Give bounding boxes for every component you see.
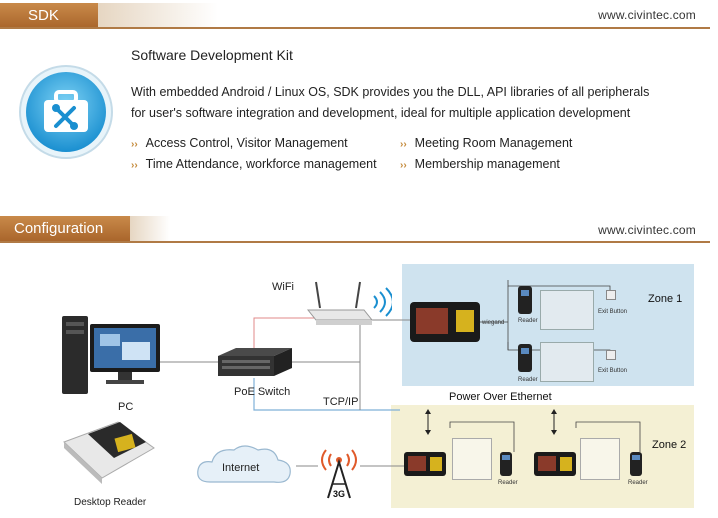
reader-label: Reader (498, 480, 518, 486)
poe-switch-label: PoE Switch (234, 386, 291, 398)
feature-item: ››Time Attendance, workforce management (131, 157, 377, 171)
sdk-section-header: SDK www.civintec.com (0, 3, 718, 29)
sdk-tab: SDK (0, 3, 98, 29)
reader-label: Reader (628, 480, 648, 486)
door-icon (580, 438, 620, 480)
zone-1-terminal-icon (410, 302, 480, 342)
door-icon (540, 290, 594, 330)
door-icon (452, 438, 492, 480)
power-over-ethernet-label: Power Over Ethernet (449, 391, 552, 403)
reader-icon (630, 452, 642, 476)
feature-item: ››Access Control, Visitor Management (131, 136, 348, 150)
reader-label: Reader (518, 377, 538, 383)
config-tab-fade (130, 216, 170, 242)
sdk-desc-line-2: for user's software integration and deve… (131, 106, 631, 120)
pc-label: PC (118, 401, 134, 413)
config-url[interactable]: www.civintec.com (598, 223, 696, 237)
internet-cloud-icon (197, 445, 291, 483)
wifi-router-icon (306, 281, 392, 325)
feature-item: ››Meeting Room Management (400, 136, 573, 150)
chevron-right-icon: ›› (400, 139, 407, 150)
tcpip-label: TCP/IP (323, 396, 359, 408)
config-divider (0, 241, 710, 243)
chevron-right-icon: ›› (131, 139, 138, 150)
sdk-url[interactable]: www.civintec.com (598, 8, 696, 22)
reader-icon (518, 286, 532, 314)
exit-button-icon (606, 290, 616, 300)
zone-2-label: Zone 2 (652, 439, 687, 451)
config-tab: Configuration (0, 216, 130, 242)
sdk-description: With embedded Android / Linux OS, SDK pr… (131, 82, 691, 124)
zone-2-network-lines (449, 421, 641, 452)
desktop-reader-label: Desktop Reader (74, 497, 147, 508)
wiegand-label: wiegand (482, 320, 505, 326)
config-section-header: Configuration www.civintec.com (0, 216, 718, 243)
wifi-label: WiFi (272, 281, 294, 293)
toolbox-icon (19, 65, 113, 159)
zone-2-terminal-icon (404, 452, 446, 476)
chevron-right-icon: ›› (400, 160, 407, 171)
sdk-title: Software Development Kit (131, 47, 293, 63)
zone-1-label: Zone 1 (648, 293, 683, 305)
pc-icon (62, 316, 160, 394)
poe-switch-icon (218, 348, 292, 376)
reader-icon (518, 344, 532, 372)
feature-item: ››Membership management (400, 157, 560, 171)
reader-icon (500, 452, 512, 476)
exit-button-icon (606, 350, 616, 360)
reader-label: Reader (518, 318, 538, 324)
cell-tower-icon (321, 449, 357, 499)
desktop-reader-icon (63, 421, 155, 484)
3g-label: 3G (333, 489, 346, 499)
exit-button-label: Exit Button (598, 309, 628, 315)
sdk-desc-line-1: With embedded Android / Linux OS, SDK pr… (131, 85, 650, 99)
exit-button-label: Exit Button (598, 368, 628, 374)
chevron-right-icon: ›› (131, 160, 138, 171)
door-icon (540, 342, 594, 382)
zone-2-terminal-icon (534, 452, 576, 476)
sdk-divider (0, 27, 710, 29)
sdk-tab-fade (98, 3, 218, 29)
internet-label: Internet (222, 462, 260, 474)
